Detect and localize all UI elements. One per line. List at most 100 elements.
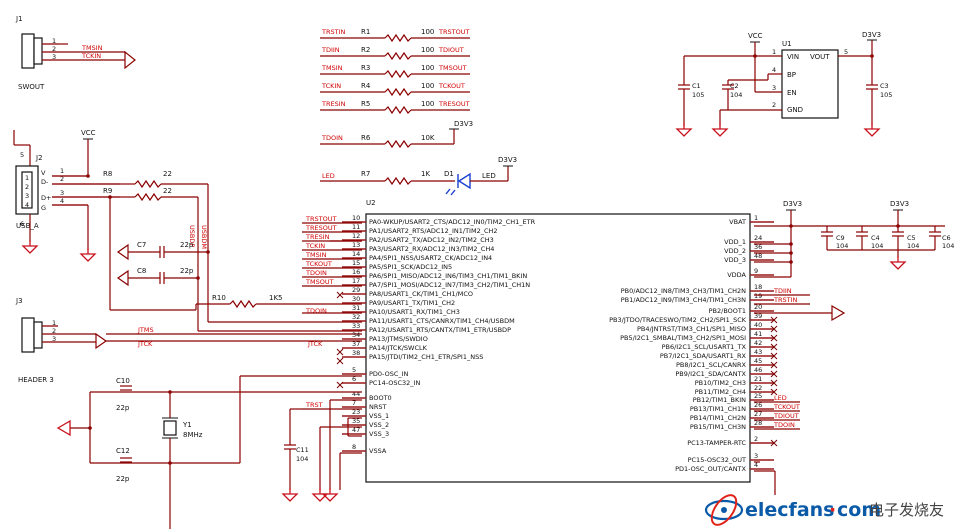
u2-net-11: TRESOUT xyxy=(305,224,337,232)
led-net: LED xyxy=(322,172,335,180)
cap-c9: C9 104 xyxy=(821,226,848,250)
u2-pin-num-10: 10 xyxy=(352,214,360,222)
d1-ref: D1 xyxy=(444,170,454,178)
u2-pin-name-22: PB11/TIM2_CH4 xyxy=(695,388,746,396)
j2-pin-v: V xyxy=(41,169,46,177)
u2-pin-name-13: PA3/USART2_RX/ADC12_IN3/TIM2_CH4 xyxy=(369,245,494,253)
c6-ref: C6 xyxy=(942,234,951,242)
c10-ref: C10 xyxy=(116,377,130,385)
u2-pin-num-38: 38 xyxy=(352,349,360,357)
u2-pin-name-23: VSS_1 xyxy=(369,412,389,420)
no-connect-mark xyxy=(770,439,778,447)
no-connect-mark xyxy=(770,370,778,378)
u2-pin-name-3: PC15-OSC32_OUT xyxy=(688,456,746,464)
r3-net-out: TMSOUT xyxy=(438,64,467,72)
led-rail: D3V3 xyxy=(498,156,517,164)
u2-pin-name-16: PA6/SPI1_MISO/ADC12_IN6/TIM3_CH1/TIM1_BK… xyxy=(369,272,527,280)
u2-pin-num-40: 40 xyxy=(754,321,762,329)
j3-ref: J3 xyxy=(15,297,23,305)
u2-net-25: LED xyxy=(774,394,787,402)
cap-c4: C4 104 xyxy=(856,226,883,250)
u1-vcc: VCC xyxy=(748,32,763,40)
c3-value: 105 xyxy=(880,91,892,99)
u2-pin-name-43: PB7/I2C1_SDA/USART1_RX xyxy=(660,352,747,360)
u2-pin-num-28: 28 xyxy=(754,419,762,427)
j3-net-jtms: JTMS xyxy=(137,326,154,334)
r1-value: 100 xyxy=(421,28,434,36)
r2-net-out: TDIOUT xyxy=(438,46,464,54)
u2-pin-num-18: 18 xyxy=(754,283,762,291)
u2-pin-num-14: 14 xyxy=(352,250,360,258)
u2-pin-name-25: PB12/TIM1_BKIN xyxy=(693,396,746,404)
r3-ref: R3 xyxy=(361,64,370,72)
j2-inner-2: 2 xyxy=(25,183,29,191)
j3-pin-3: 3 xyxy=(52,335,56,343)
no-connect-mark xyxy=(770,352,778,360)
u2-pin-num-31: 31 xyxy=(352,304,360,312)
u2-net-28: TDOIN xyxy=(773,421,795,429)
u2-pin-name-47: VSS_3 xyxy=(369,430,389,438)
u2-pin-num-12: 12 xyxy=(352,232,360,240)
u2-pin-num-34: 34 xyxy=(352,331,360,339)
r2-value: 100 xyxy=(421,46,434,54)
j1-ref: J1 xyxy=(15,15,23,23)
u2-pin-num-3: 3 xyxy=(754,452,758,460)
u2-net-19: TRSTIN xyxy=(773,296,798,304)
u2-pin-num-33: 33 xyxy=(352,322,360,330)
j1-net-tmsin: TMSIN xyxy=(81,44,103,52)
c10-value: 22p xyxy=(116,404,130,412)
u2-pin-num-2: 2 xyxy=(754,435,758,443)
pa14-net-jtck: JTCK xyxy=(307,340,323,348)
u2-pin-num-44: 44 xyxy=(352,390,360,398)
u2-pin-name-37: PA14/JTCK/SWCLK xyxy=(369,344,428,352)
u1-pin-en: EN xyxy=(787,89,797,97)
u2-net-31: TDOIN xyxy=(305,307,327,315)
u2-pin-name-7: NRST xyxy=(369,403,387,411)
j3-pin-1: 1 xyxy=(52,319,56,327)
elecfans-logo-icon xyxy=(704,494,744,526)
j3-pin-2: 2 xyxy=(52,327,56,335)
c2-ref: C2 xyxy=(730,82,739,90)
u1-pin-num-1: 1 xyxy=(772,48,776,56)
u2-pin-name-46: PB9/I2C1_SDA/CANTX xyxy=(675,370,746,378)
j2-name: USB_A xyxy=(16,222,39,230)
u2-pin-name-29: PA8/USART1_CK/TIM1_CH1/MCO xyxy=(369,290,473,298)
u1-ref: U1 xyxy=(782,40,792,48)
u2-pin-num-19: 19 xyxy=(754,292,762,300)
u2-pin-num-29: 29 xyxy=(352,286,360,294)
u2-pin-num-45: 45 xyxy=(754,357,762,365)
r5-ref: R5 xyxy=(361,100,370,108)
j2-inner-1: 1 xyxy=(25,174,29,182)
u2-pin-num-6: 6 xyxy=(352,375,356,383)
u2-pin-num-8: 8 xyxy=(352,443,356,451)
u2-pin-name-14: PA4/SPI1_NSS/USART2_CK/ADC12_IN4 xyxy=(369,254,492,262)
u2-pin-num-35: 35 xyxy=(352,417,360,425)
u2-net-26: TCKOUT xyxy=(773,403,800,411)
c8-ref: C8 xyxy=(137,267,146,275)
led-d1-symbol xyxy=(445,172,471,196)
r8-ref: R8 xyxy=(103,170,112,178)
u2-pin-num-36: 36 xyxy=(754,243,762,251)
u2-pin-num-25: 25 xyxy=(754,392,762,400)
u2-net-13: TCKIN xyxy=(305,242,325,250)
d1-label: LED xyxy=(482,172,496,180)
r8-value: 22 xyxy=(163,170,172,178)
u2-pin-num-30: 30 xyxy=(352,295,360,303)
